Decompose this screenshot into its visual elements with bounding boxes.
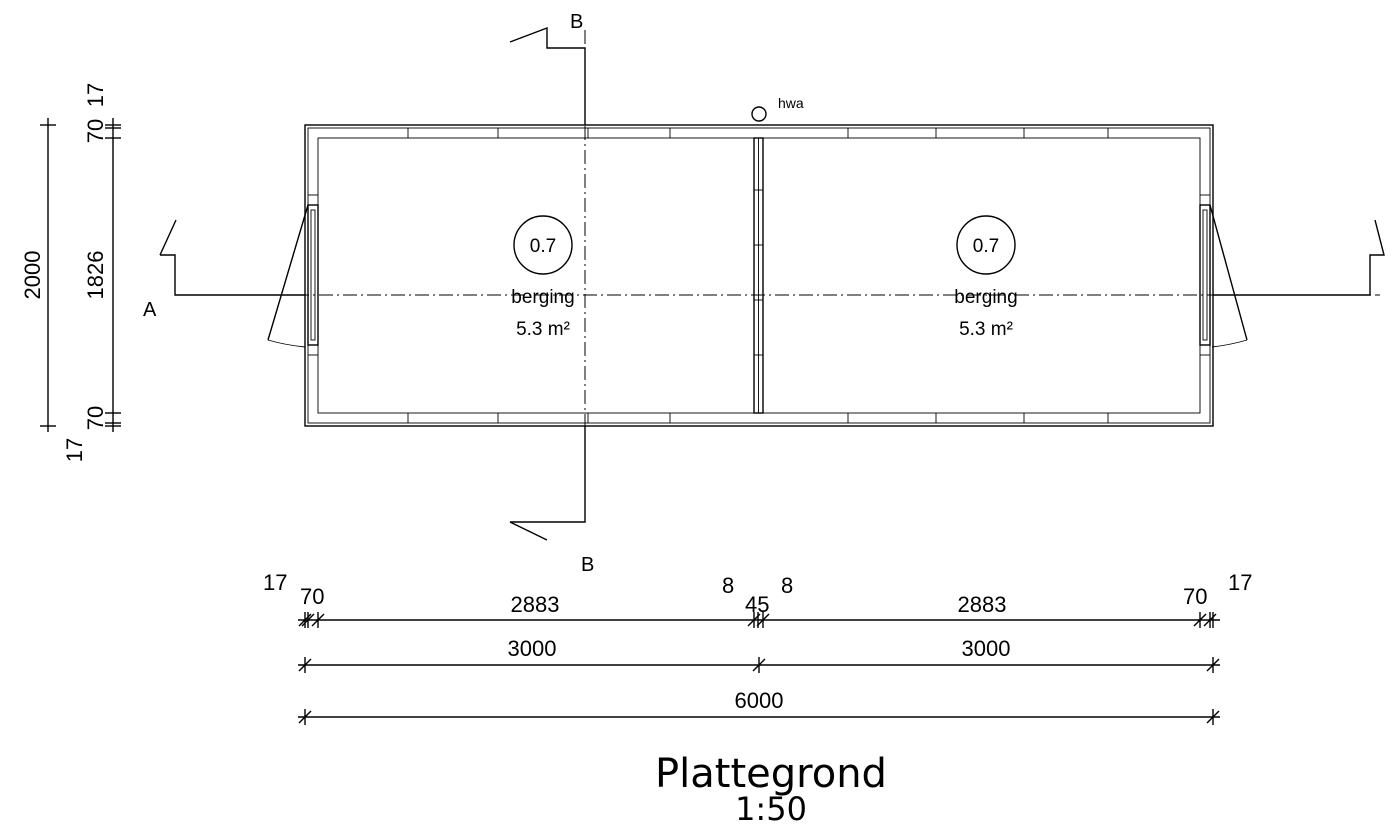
dim-45: 45 — [745, 592, 769, 617]
dim-6000: 6000 — [735, 688, 784, 713]
door-left — [267, 204, 319, 348]
room-code: 0.7 — [530, 236, 556, 257]
section-line-a: A — [143, 219, 1385, 321]
dim-1826: 1826 — [83, 251, 108, 300]
room-tag-right: 0.7 berging 5.3 m² — [954, 215, 1018, 340]
room-code: 0.7 — [973, 236, 999, 257]
dim-17-top: 17 — [83, 83, 108, 107]
dimension-row-1: 17 70 2883 8 45 8 2883 70 17 — [263, 570, 1252, 628]
section-line-b: B B — [509, 11, 594, 576]
section-b-label-top: B — [570, 11, 583, 33]
room-tag-left: 0.7 berging 5.3 m² — [511, 215, 575, 340]
drawing-title: Plattegrond — [655, 751, 887, 797]
partition-wall — [753, 137, 764, 414]
dim-2000: 2000 — [20, 251, 45, 300]
room-name: berging — [511, 287, 574, 308]
room-name: berging — [954, 287, 1017, 308]
dimension-row-2: 3000 3000 — [298, 636, 1220, 673]
dim-2883-right: 2883 — [958, 592, 1007, 617]
dim-17-right: 17 — [1228, 570, 1252, 595]
dim-8-left: 8 — [722, 573, 734, 598]
dim-17-bottom: 17 — [62, 438, 87, 462]
section-a-label: A — [143, 299, 157, 321]
drawing-title-block: Plattegrond 1:50 — [655, 751, 887, 827]
dim-3000-right: 3000 — [962, 636, 1011, 661]
dim-70-right: 70 — [1183, 584, 1207, 609]
downpipe: hwa — [751, 95, 804, 122]
dimension-vertical-outer: 2000 — [20, 118, 56, 432]
section-b-label-bottom: B — [581, 554, 594, 576]
room-area: 5.3 m² — [959, 319, 1013, 340]
dim-3000-left: 3000 — [508, 636, 557, 661]
downpipe-label: hwa — [778, 95, 804, 111]
dim-17-left: 17 — [263, 570, 287, 595]
dim-70-left: 70 — [300, 584, 324, 609]
dim-70-bottom: 70 — [83, 406, 108, 430]
dimension-row-3: 6000 — [298, 688, 1220, 725]
dimension-vertical-inner: 17 70 1826 70 17 — [62, 83, 121, 462]
drawing-scale: 1:50 — [735, 790, 807, 827]
dim-70-top: 70 — [83, 119, 108, 143]
dim-8-right: 8 — [781, 573, 793, 598]
dim-2883-left: 2883 — [511, 592, 560, 617]
building-walls — [304, 124, 1214, 427]
door-right — [1199, 204, 1248, 348]
room-area: 5.3 m² — [516, 319, 570, 340]
